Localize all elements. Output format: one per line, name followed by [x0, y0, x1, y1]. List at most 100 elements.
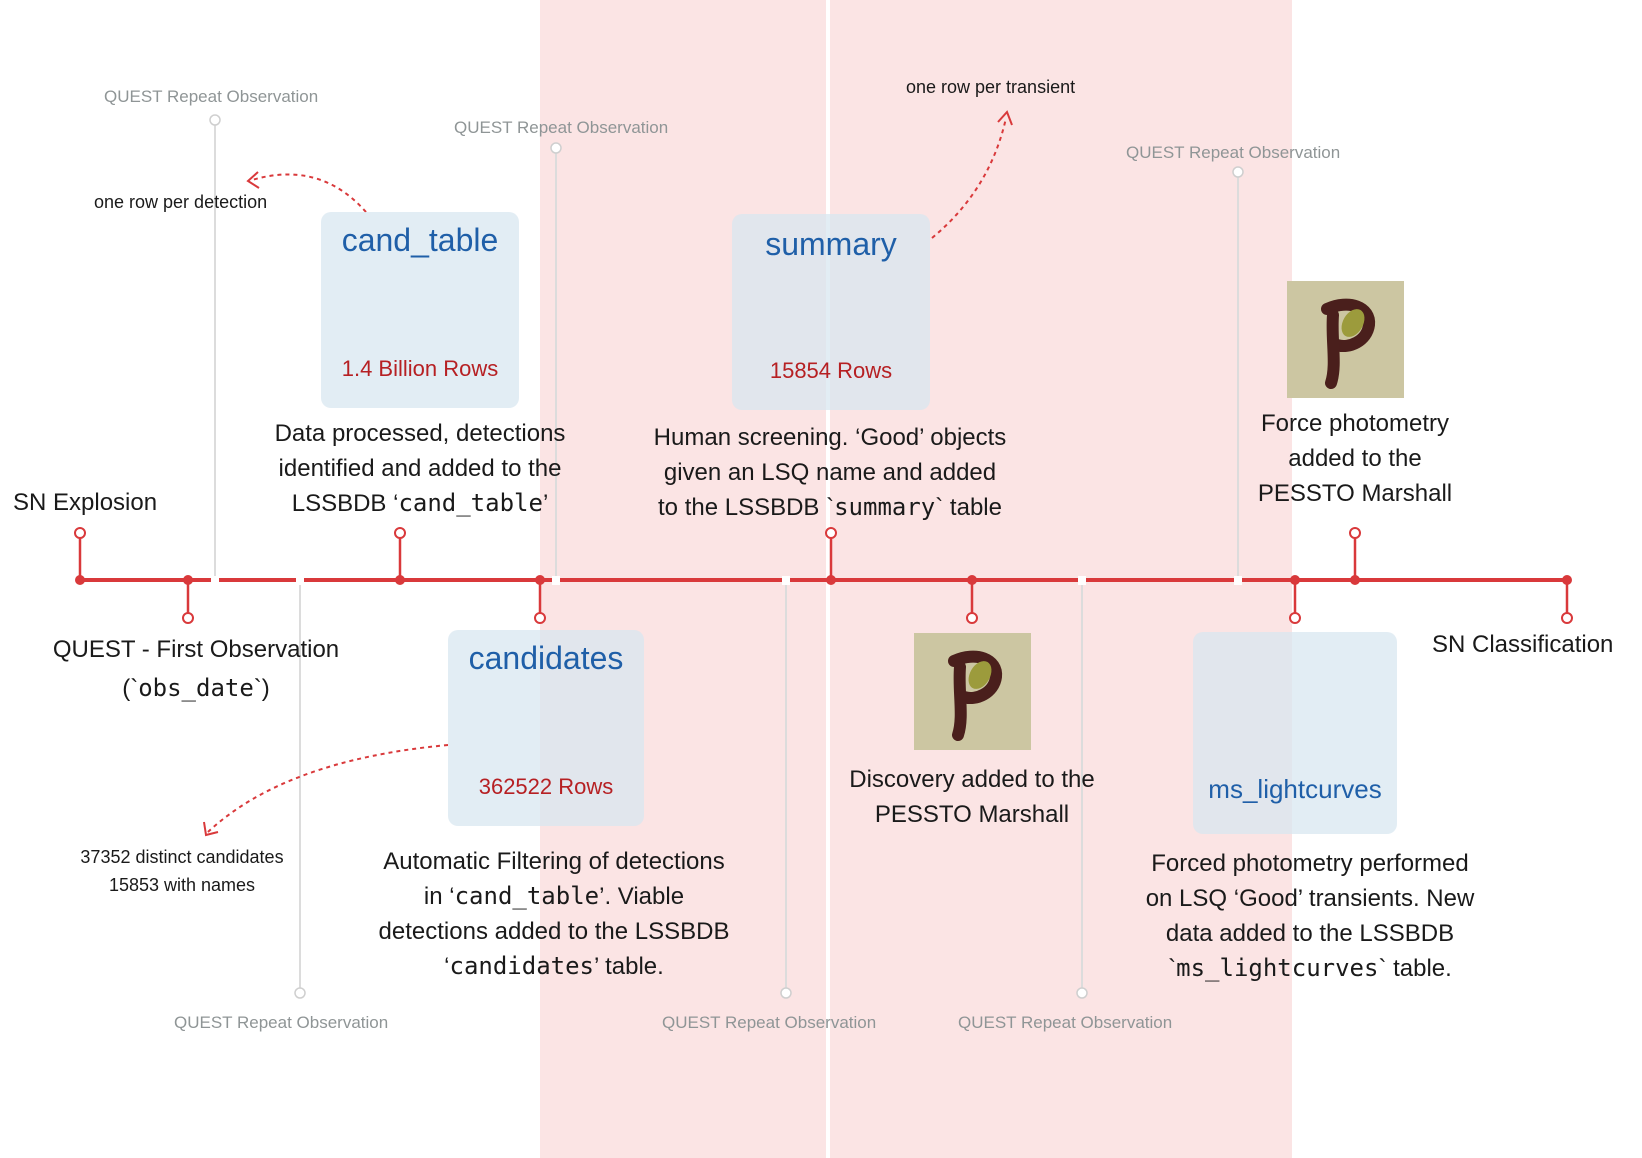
- desc-line: Automatic Filtering of detections: [383, 848, 725, 875]
- desc-line: `ms_lightcurves` table.: [1110, 951, 1510, 986]
- stem-end: [182, 612, 194, 624]
- axis-dot: [967, 575, 977, 585]
- milestone-first-observation: QUEST - First Observation (`obs_date`): [26, 631, 366, 708]
- axis-gap: [1078, 576, 1086, 585]
- desc-line: on LSQ ‘Good’ transients. New: [1145, 885, 1475, 912]
- desc-automatic-filtering: Automatic Filtering of detections in ‘ca…: [344, 844, 764, 984]
- arrowhead: [997, 110, 1013, 126]
- desc-text: ‘: [444, 953, 450, 980]
- desc-code: summary: [834, 493, 936, 521]
- table-box-summary: summary 15854 Rows: [732, 214, 930, 410]
- desc-forced-photometry-performed: Forced photometry performed on LSQ ‘Good…: [1110, 846, 1510, 986]
- repeat-end: [1232, 166, 1244, 178]
- desc-line: Human screening. ‘Good’ objects: [653, 424, 1007, 451]
- axis-gap: [552, 576, 560, 585]
- desc-line: detections added to the LSSBDB: [378, 918, 730, 945]
- desc-code: candidates: [449, 952, 595, 980]
- arrowhead: [203, 821, 219, 837]
- note-per-transient: one row per transient: [906, 77, 1076, 97]
- table-row-count: 1.4 Billion Rows: [341, 356, 499, 381]
- axis-dot: [826, 575, 836, 585]
- desc-text: ` table.: [1378, 955, 1452, 982]
- desc-discovery: Discovery added to the PESSTO Marshall: [812, 762, 1132, 832]
- desc-line: PESSTO Marshall: [1257, 480, 1453, 507]
- milestone-sn-explosion: SN Explosion: [13, 489, 158, 516]
- table-box-candidates: candidates 362522 Rows: [448, 630, 644, 826]
- axis-dot: [535, 575, 545, 585]
- first-observation-line2: (`obs_date`): [26, 669, 366, 708]
- desc-line: to the LSSBDB `summary` table: [620, 490, 1040, 525]
- note-per-detection: one row per detection: [94, 192, 268, 212]
- axis-dot: [183, 575, 193, 585]
- repeat-end: [1076, 987, 1088, 999]
- first-observation-post: `): [253, 675, 270, 702]
- repeat-observation-label: QUEST Repeat Observation: [454, 118, 669, 137]
- stem-end: [1349, 527, 1361, 539]
- first-observation-line1: QUEST - First Observation: [52, 636, 340, 663]
- desc-text: ` table: [935, 494, 1002, 521]
- table-title: candidates: [468, 640, 624, 676]
- desc-line: Discovery added to the: [849, 766, 1095, 793]
- repeat-end: [550, 142, 562, 154]
- table-title: summary: [765, 226, 897, 262]
- stem-end: [394, 527, 406, 539]
- desc-line: Data processed, detections: [274, 420, 566, 447]
- desc-line: given an LSQ name and added: [663, 459, 997, 486]
- repeat-observation-label: QUEST Repeat Observation: [662, 1013, 877, 1032]
- desc-text: `: [1168, 955, 1177, 982]
- desc-text: LSSBDB ‘: [291, 490, 399, 517]
- axis-gap: [782, 576, 790, 585]
- first-observation-pre: (`: [122, 675, 139, 702]
- desc-line: PESSTO Marshall: [874, 801, 1070, 828]
- desc-force-photometry: Force photometry added to the PESSTO Mar…: [1180, 406, 1530, 511]
- axis-gap: [296, 576, 304, 585]
- table-title: ms_lightcurves: [1208, 774, 1382, 804]
- repeat-observation-label: QUEST Repeat Observation: [958, 1013, 1173, 1032]
- repeat-end: [780, 987, 792, 999]
- desc-text: to the LSSBDB `: [658, 494, 835, 521]
- axis-dot: [1350, 575, 1360, 585]
- first-observation-code: obs_date: [138, 674, 254, 702]
- stem-end: [825, 527, 837, 539]
- desc-line: added to the: [1288, 445, 1422, 472]
- table-row-count: 15854 Rows: [769, 358, 893, 383]
- desc-line: Force photometry: [1260, 410, 1450, 437]
- repeat-end: [294, 987, 306, 999]
- milestone-sn-classification: SN Classification: [1432, 631, 1614, 658]
- axis-dot: [1562, 575, 1572, 585]
- desc-line: LSSBDB ‘cand_table’: [240, 486, 600, 521]
- desc-line: data added to the LSSBDB: [1165, 920, 1455, 947]
- repeat-observation-label: QUEST Repeat Observation: [1126, 143, 1341, 162]
- arrowhead: [246, 171, 260, 189]
- stem-end: [1561, 612, 1573, 624]
- stem-end: [1289, 612, 1301, 624]
- marshall-logo-icon: [914, 633, 1031, 750]
- table-row-count: 362522 Rows: [478, 774, 614, 799]
- arrow-per-detection: [251, 173, 367, 213]
- desc-human-screening: Human screening. ‘Good’ objects given an…: [620, 420, 1040, 525]
- desc-line: identified and added to the: [278, 455, 562, 482]
- desc-code: ms_lightcurves: [1176, 954, 1379, 982]
- repeat-end: [209, 114, 221, 126]
- desc-text: in ‘: [423, 883, 455, 910]
- stem-end: [74, 527, 86, 539]
- repeat-observation-label: QUEST Repeat Observation: [174, 1013, 389, 1032]
- desc-code: cand_table: [454, 882, 600, 910]
- axis-dot: [75, 575, 85, 585]
- note-distinct-candidates: 37352 distinct candidates 15853 with nam…: [40, 843, 324, 899]
- axis-gap: [1234, 576, 1242, 585]
- table-title: cand_table: [341, 222, 499, 258]
- stem-end: [534, 612, 546, 624]
- desc-line: Forced photometry performed: [1151, 850, 1469, 877]
- note-distinct-line2: 15853 with names: [108, 875, 256, 895]
- desc-data-processed: Data processed, detections identified an…: [240, 416, 600, 521]
- stem-end: [966, 612, 978, 624]
- desc-text: ’ table.: [594, 953, 664, 980]
- arrow-per-transient: [931, 117, 1007, 239]
- table-box-cand-table: cand_table 1.4 Billion Rows: [321, 212, 519, 408]
- note-distinct-line1: 37352 distinct candidates: [80, 847, 284, 867]
- desc-text: ’. Viable: [599, 883, 685, 910]
- desc-text: ’: [542, 490, 549, 517]
- axis-gap: [211, 576, 219, 585]
